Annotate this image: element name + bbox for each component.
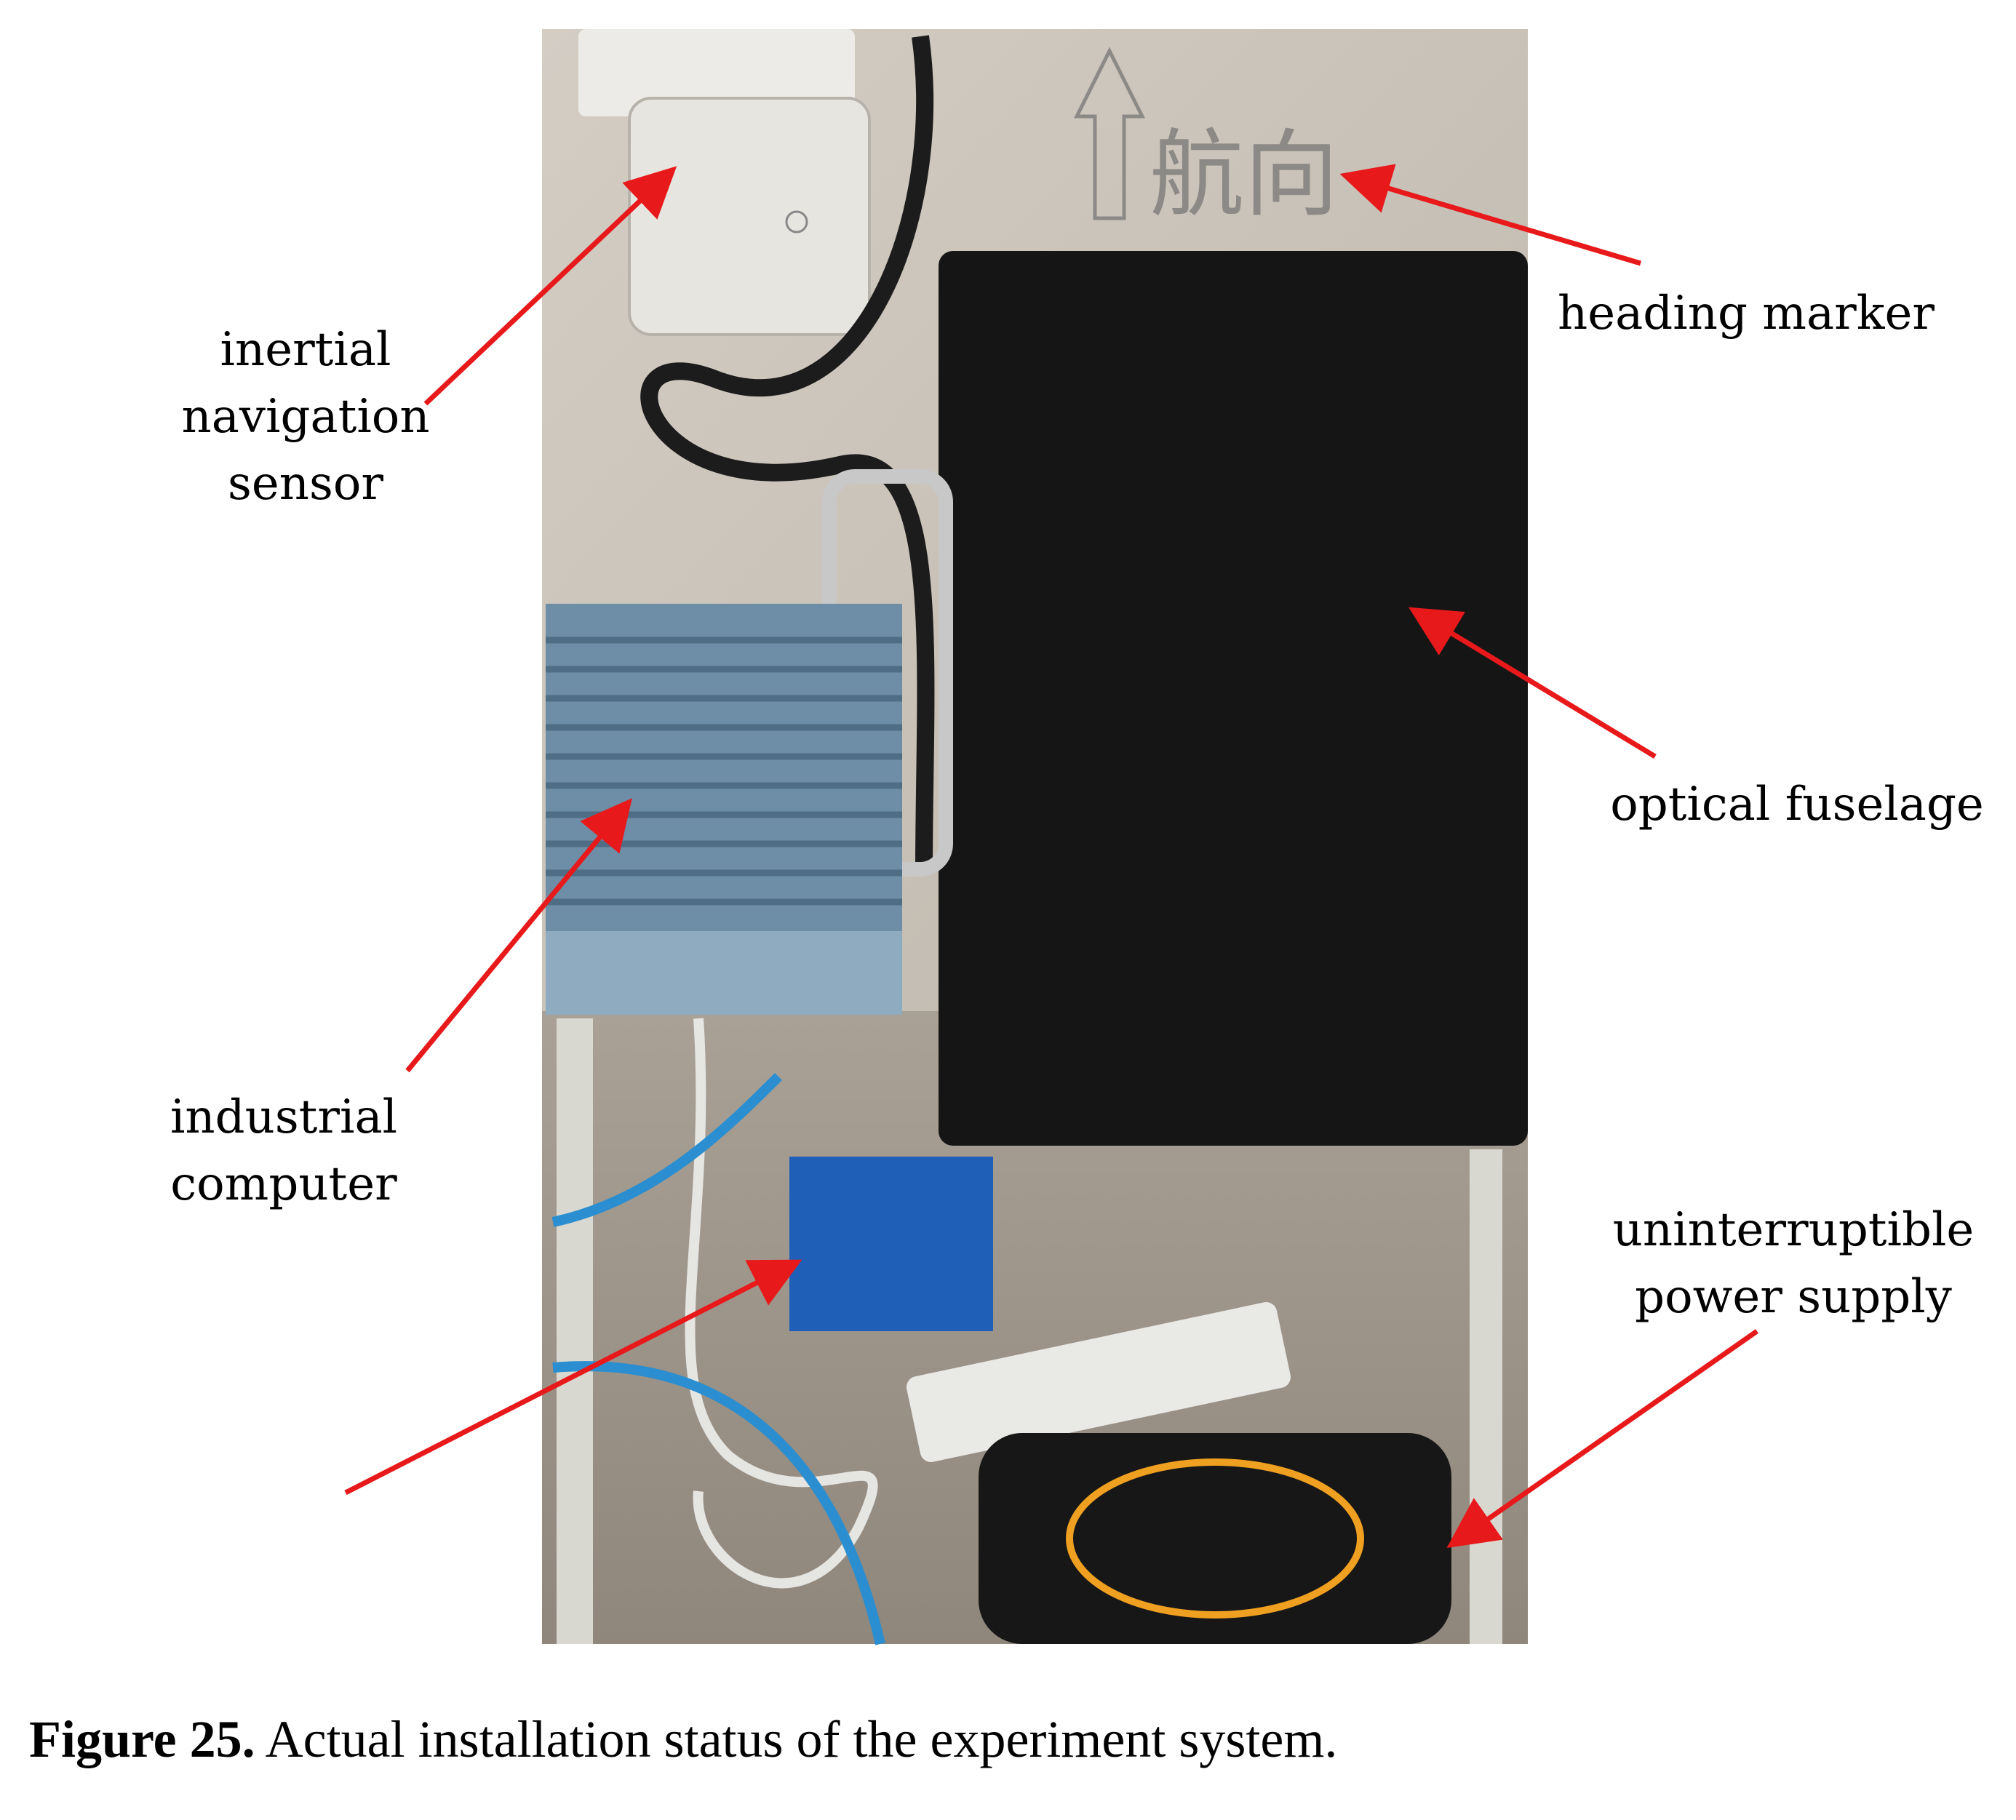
computer-front-panel (546, 931, 902, 1015)
arrow-battery (344, 1259, 802, 1496)
ups-device (979, 1433, 1451, 1644)
arrow-inertial (423, 166, 677, 406)
foam-block (578, 29, 855, 116)
annotation-arrows (344, 164, 1759, 1549)
power-strip (906, 1302, 1291, 1462)
caption-label: Figure 25. (29, 1710, 255, 1768)
figure-caption: Figure 25. Actual installation status of… (29, 1709, 1337, 1770)
caption-text: Actual installation status of the experi… (255, 1710, 1338, 1768)
blue-battery (789, 1157, 993, 1331)
sensor-crosshair (785, 210, 808, 234)
black-cable (640, 35, 935, 874)
white-cables (685, 1018, 878, 1589)
arrow-ups (1446, 1329, 1759, 1549)
arrow-industrial (405, 798, 632, 1073)
arrow-optical (1409, 607, 1657, 759)
label-industrial-computer: industrial computer (170, 1090, 398, 1211)
heading-mark-text: 航向 (1150, 119, 1339, 230)
ups-accent-ring (1066, 1458, 1364, 1619)
photo: 航向 (542, 29, 1528, 1645)
left-rail (557, 1018, 593, 1644)
label-inertial-navigation-sensor: inertial navigation sensor (181, 323, 430, 511)
heading-arrow-outline (1073, 47, 1146, 220)
label-uninterruptible-power-supply: uninterruptible power supply (1612, 1203, 1975, 1324)
label-optical-fuselage: optical fuselage (1610, 778, 1984, 831)
inertial-sensor-box (628, 97, 871, 336)
arrow-heading (1339, 164, 1641, 266)
label-heading-marker: heading marker (1558, 287, 1935, 340)
right-rail (1470, 1149, 1502, 1644)
optical-fuselage-panel (939, 251, 1528, 1146)
blue-cable (551, 1073, 885, 1645)
